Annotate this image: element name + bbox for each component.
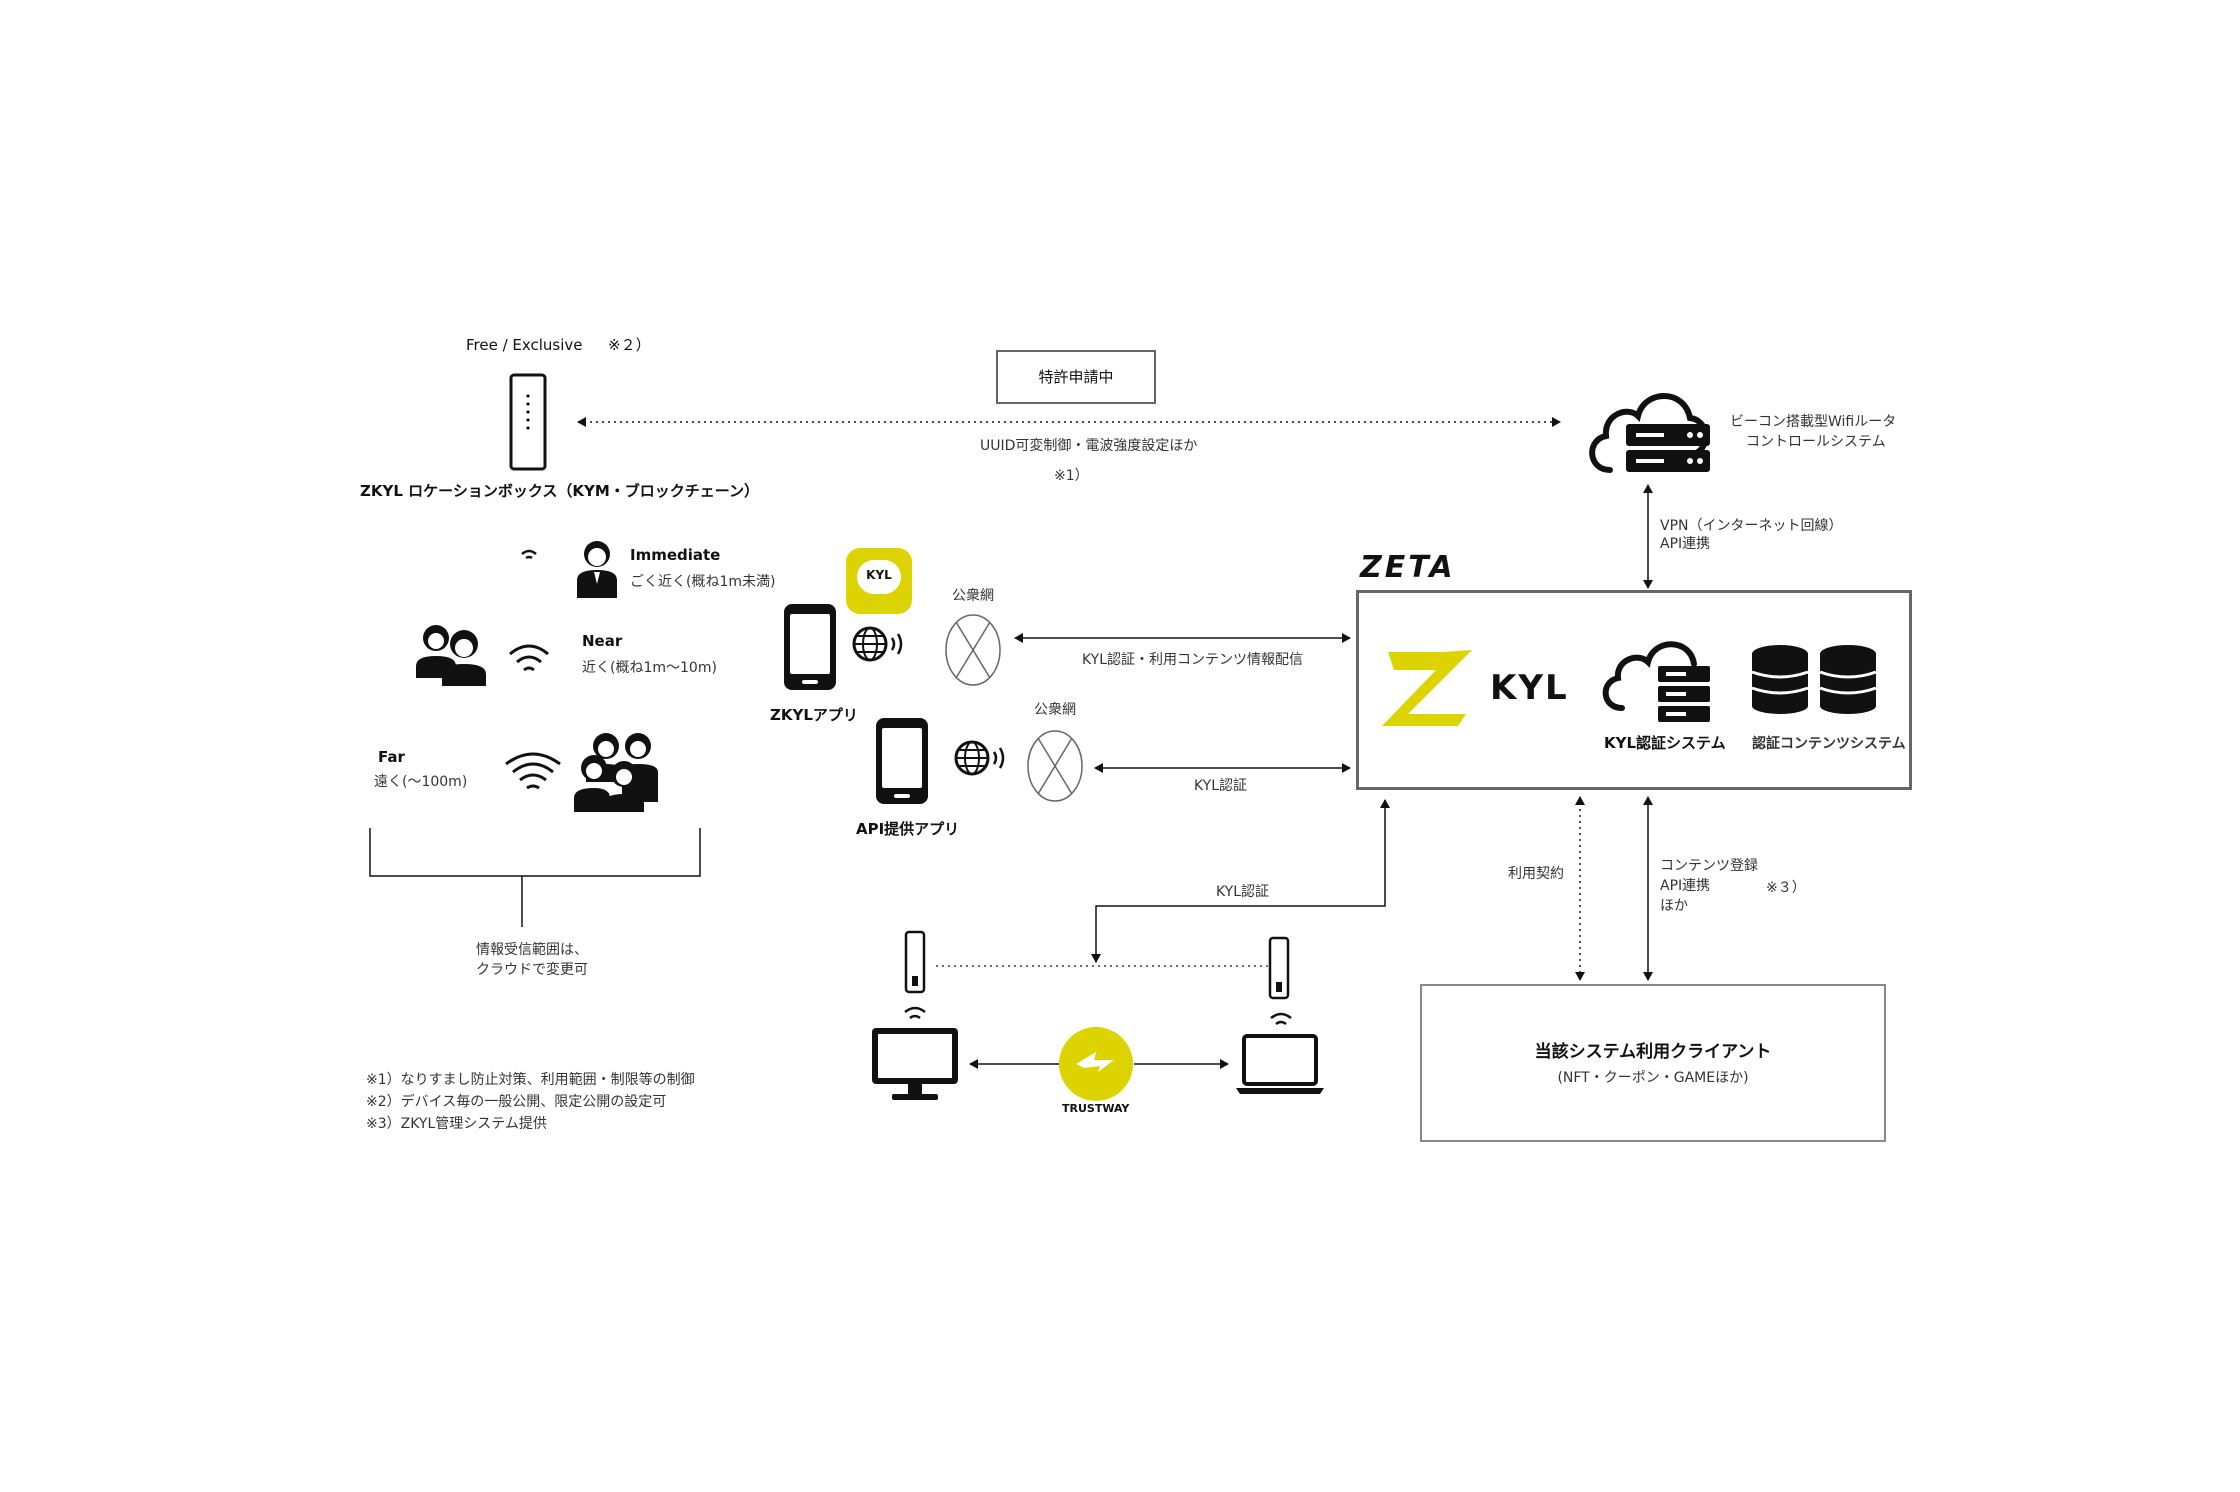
vpn-line1: VPN（インターネット回線） [1660, 518, 1843, 534]
group-people-icon [574, 733, 658, 812]
bracket-caption-line2: クラウドで変更可 [476, 962, 588, 978]
person-icon [577, 541, 617, 598]
bracket-caption-line1: 情報受信範囲は、 [476, 942, 588, 958]
client-subtitle: (NFT・クーポン・GAMEほか) [1557, 1070, 1749, 1086]
api-app-label: API提供アプリ [856, 820, 960, 838]
database-icon [1751, 645, 1877, 714]
zeta-logo: ZETA [1360, 550, 1456, 585]
zkyl-phone-icon [784, 604, 836, 690]
near-label: Near [582, 632, 623, 650]
footnote-2: ※2）デバイス毎の一般公開、限定公開の設定可 [366, 1094, 667, 1110]
content-reg-line3: ほか [1660, 898, 1688, 914]
signal-large-icon [505, 752, 561, 790]
note2-ref: ※２） [608, 336, 651, 354]
content-reg-line2: API連携 [1660, 878, 1711, 894]
kyl-auth-label: KYL認証 [1216, 884, 1270, 900]
client-box: 当該システム利用クライアント (NFT・クーポン・GAMEほか) [1420, 984, 1886, 1142]
zeta-box [1356, 590, 1912, 790]
public-net-2-label: 公衆網 [1034, 702, 1076, 718]
patent-badge: 特許申請中 [996, 350, 1156, 404]
far-desc: 遠く(〜100m) [374, 774, 468, 790]
trustway-logo-icon [1059, 1027, 1133, 1101]
zkyl-link-label: KYL認証・利用コンテンツ情報配信 [1082, 652, 1304, 668]
kyl-auth-elbow-line [1091, 799, 1390, 963]
uuid-caption: UUID可変制御・電波強度設定ほか [980, 438, 1198, 454]
footnote-3: ※3）ZKYL管理システム提供 [366, 1116, 547, 1132]
zkyl-logo-mark [1382, 650, 1472, 726]
immediate-label: Immediate [630, 546, 721, 564]
public-net-1-icon [945, 614, 1001, 686]
range-bracket [369, 828, 701, 927]
immediate-desc: ごく近く(概ね1m未満) [630, 574, 776, 590]
trustway-label: TRUSTWAY [1062, 1102, 1130, 1115]
laptop-signal-icon [1270, 1012, 1292, 1026]
kyl-app-icon-text: KYL [866, 568, 892, 582]
cloud-server-icon [1589, 393, 1710, 473]
content-reg-line1: コンテンツ登録 [1660, 858, 1758, 874]
note1-ref: ※1） [1054, 468, 1089, 484]
note3-ref: ※３） [1766, 880, 1806, 896]
auth-cloud-server-icon [1602, 641, 1710, 722]
free-exclusive-label: Free / Exclusive [466, 336, 583, 354]
client-title: 当該システム利用クライアント [1534, 1042, 1772, 1062]
content-system-label: 認証コンテンツシステム [1752, 736, 1906, 752]
beacon-left-icon [904, 930, 926, 994]
near-desc: 近く(概ね1m〜10m) [582, 660, 717, 676]
monitor-icon [872, 1028, 958, 1100]
api-globe-icon [954, 740, 1005, 776]
laptop-icon [1236, 1034, 1324, 1094]
location-box-title: ZKYL ロケーションボックス（KYM・ブロックチェーン） [360, 482, 760, 500]
footnote-1: ※1）なりすまし防止対策、利用範囲・制限等の制御 [366, 1072, 695, 1088]
beacon-right-icon [1268, 936, 1290, 1000]
vpn-line2: API連携 [1660, 536, 1711, 552]
patent-badge-label: 特許申請中 [1038, 368, 1114, 386]
api-link-label: KYL認証 [1194, 778, 1248, 794]
router-caption-line2: コントロールシステム [1746, 434, 1886, 450]
two-people-icon [416, 625, 486, 686]
usage-contract-label: 利用契約 [1508, 866, 1564, 882]
kyl-app-icon: KYL [846, 548, 912, 614]
public-net-1-label: 公衆網 [952, 588, 994, 604]
zkyl-app-label: ZKYLアプリ [770, 706, 858, 724]
zkyl-globe-icon [852, 626, 903, 662]
signal-medium-icon [509, 644, 549, 672]
signal-small-icon [521, 549, 537, 560]
zkyl-logo-text: KYL [1490, 668, 1569, 708]
api-phone-icon [876, 718, 928, 804]
router-caption-line1: ビーコン搭載型Wifiルータ [1730, 414, 1897, 430]
location-box-icon [509, 373, 547, 471]
auth-system-label: KYL認証システム [1604, 734, 1726, 752]
monitor-signal-icon [904, 1006, 926, 1020]
far-label: Far [378, 748, 405, 766]
public-net-2-icon [1027, 730, 1083, 802]
